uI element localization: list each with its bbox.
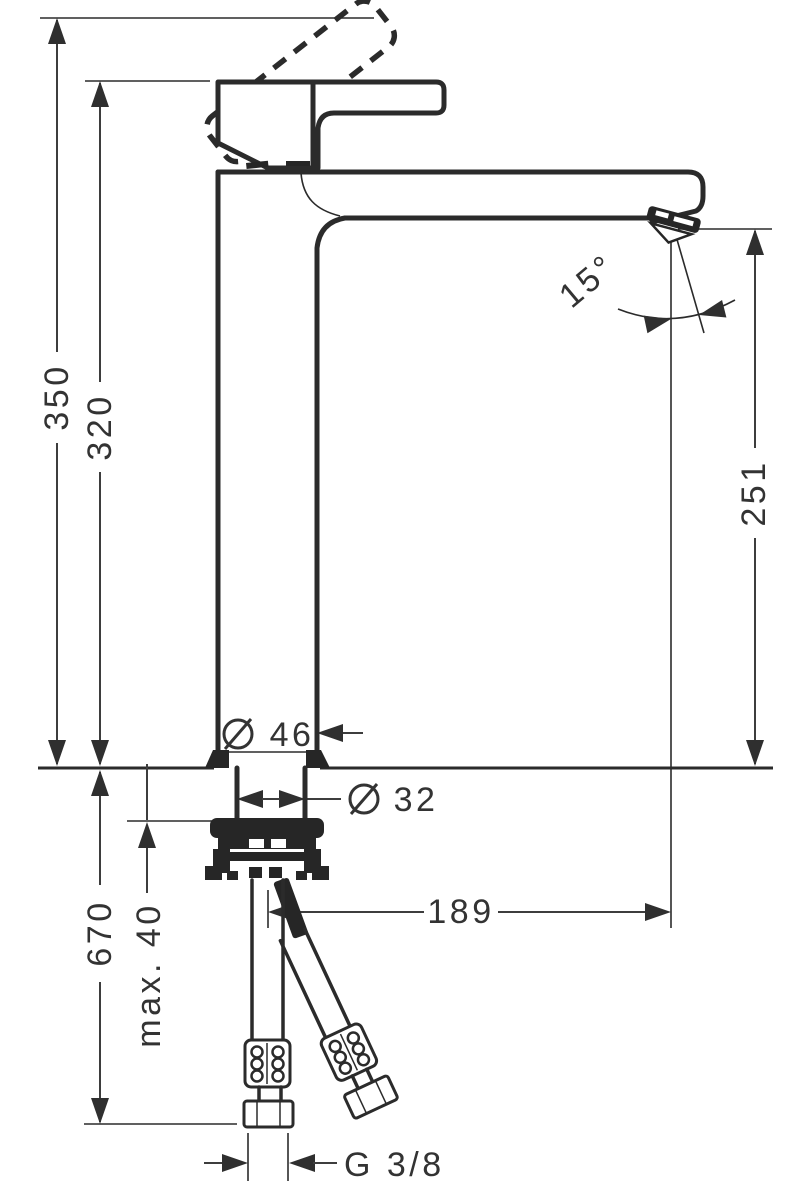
dimension-overall-height: 350 <box>38 18 76 766</box>
faucet <box>204 0 706 1129</box>
dimension-label-320: 320 <box>81 393 119 460</box>
dimension-outlet-clearance: 251 <box>735 229 773 766</box>
arrowhead-down <box>91 1098 109 1124</box>
mounting-hardware <box>205 818 329 880</box>
handle-cap <box>215 79 316 171</box>
diameter-icon <box>348 783 380 815</box>
hose-hex-nut <box>242 1099 295 1129</box>
angle-leg <box>675 235 705 334</box>
arrowhead-up <box>746 229 764 255</box>
arrowhead-arc-right <box>699 299 727 318</box>
dimension-spout-height: 320 <box>81 81 119 766</box>
handle-detail-tick <box>286 161 310 166</box>
handle-lever <box>310 79 447 171</box>
arrowhead-down <box>746 740 764 766</box>
arrowhead-left <box>317 724 343 742</box>
dimension-label-15deg: 15° <box>552 247 624 316</box>
dimension-label-46: 46 <box>270 716 315 754</box>
dimension-shank-diameter: 32 <box>237 781 439 819</box>
dimension-label-251: 251 <box>735 459 773 526</box>
arrowhead-left <box>289 1154 315 1172</box>
arrowhead-down <box>48 740 66 766</box>
supply-hose-angled <box>278 927 399 1120</box>
dimension-connection-thread: G 3/8 <box>204 1146 445 1184</box>
dimension-hose-length: 670 <box>81 770 119 1124</box>
spout-junction-curve <box>300 172 341 217</box>
dimension-label-350: 350 <box>38 363 76 430</box>
arrowhead-left <box>237 790 263 808</box>
dimension-spout-reach: 189 <box>268 893 671 931</box>
supply-hose-vertical <box>242 878 295 1129</box>
dimension-label-670: 670 <box>81 899 119 966</box>
arrowhead-arc-left <box>643 315 671 334</box>
arrowhead-up <box>48 18 66 44</box>
hose-hex-nut <box>343 1074 399 1120</box>
dimension-spout-angle: 15° <box>552 235 736 334</box>
aerator <box>646 206 701 245</box>
dimension-label-g38: G 3/8 <box>344 1146 445 1184</box>
dimension-label-32: 32 <box>394 781 439 819</box>
arrowhead-down <box>91 740 109 766</box>
base-flange <box>205 750 330 768</box>
body-right-edge <box>314 215 348 753</box>
arrowhead-up <box>91 770 109 796</box>
handle-detail-tick <box>246 160 269 169</box>
arrowhead-up <box>138 822 156 848</box>
extension-lines <box>38 17 773 1181</box>
dimension-label-189: 189 <box>427 893 494 931</box>
arrowhead-right <box>645 903 671 921</box>
dimension-body-diameter: 46 <box>222 716 363 754</box>
dimension-label-max-40: max. 40 <box>130 902 168 1047</box>
arrowhead-right <box>279 790 305 808</box>
arrowhead-up <box>91 81 109 107</box>
spout-top <box>215 169 706 225</box>
arrowhead-right <box>222 1154 248 1172</box>
diameter-icon <box>222 718 254 750</box>
dimension-max-mounting-thickness: max. 40 <box>130 764 168 1048</box>
